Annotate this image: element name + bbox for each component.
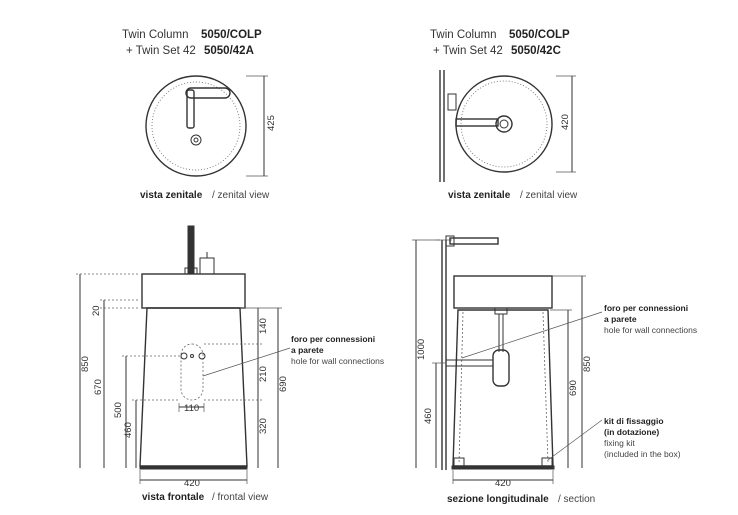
hole-fixing-left xyxy=(180,352,188,360)
note-bold-line1: foro per connessioni xyxy=(291,334,375,344)
section-caption-rest: / section xyxy=(558,494,595,505)
dim-850: 850 xyxy=(80,356,91,372)
fixing-bracket-right xyxy=(541,457,553,467)
top-right-title-line2-text: + Twin Set 42 xyxy=(433,45,503,57)
basin-body xyxy=(141,273,246,309)
top-right-title-line2-code: 5050/42C xyxy=(511,45,561,57)
drain-center xyxy=(499,119,509,129)
dim-690: 690 xyxy=(568,380,579,396)
wall-mixer-plate xyxy=(447,93,457,111)
top-left-view: Twin Column 5050/COLP + Twin Set 42 5050… xyxy=(122,29,277,201)
dim-1000: 1000 xyxy=(416,339,427,360)
note1-leader xyxy=(461,311,603,359)
top-right-title-line1-code: 5050/COLP xyxy=(509,29,570,41)
fixing-bracket-left xyxy=(453,457,465,467)
top-left-title-line2-text: + Twin Set 42 xyxy=(126,45,196,57)
top-left-title-line1-code: 5050/COLP xyxy=(201,29,262,41)
note2-leader xyxy=(547,419,603,461)
dim-460: 460 xyxy=(423,408,434,424)
connection-hole xyxy=(180,343,204,401)
soap-dispenser xyxy=(199,257,215,275)
bottle-siphon xyxy=(492,349,510,387)
column-base xyxy=(451,465,555,470)
dim-670: 670 xyxy=(93,379,104,395)
note2-bold-line2: (in dotazione) xyxy=(604,427,659,437)
wall-spout xyxy=(449,237,499,245)
drain xyxy=(190,134,202,146)
top-left-caption-bold: vista zenitale xyxy=(140,190,203,201)
wall-spout xyxy=(455,118,499,127)
dim-210: 210 xyxy=(258,366,269,382)
note-leader xyxy=(202,347,291,377)
basin-outer-rim xyxy=(145,75,247,177)
dim-500: 500 xyxy=(113,402,124,418)
front-caption-bold: vista frontale xyxy=(142,492,205,503)
dim-690: 690 xyxy=(278,376,289,392)
basin-inner-bowl xyxy=(151,81,241,171)
top-left-title-line1-text: Twin Column xyxy=(122,29,188,41)
note2-text-line2: (included in the box) xyxy=(604,449,681,459)
top-left-title-line2-code: 5050/42A xyxy=(204,45,254,57)
drain-center xyxy=(193,137,199,143)
top-right-caption-bold: vista zenitale xyxy=(448,190,511,201)
note1-text: hole for wall connections xyxy=(604,325,697,335)
dim-420: 420 xyxy=(495,478,511,489)
dim-320: 320 xyxy=(258,418,269,434)
top-right-view: Twin Column 5050/COLP + Twin Set 42 5050… xyxy=(430,29,578,201)
front-caption-rest: / frontal view xyxy=(212,492,269,503)
dim-140: 140 xyxy=(258,318,269,334)
basin-body xyxy=(453,275,553,309)
hole-fixing-right xyxy=(198,352,206,360)
front-view: 850 20 670 500 460 140 210 320 690 110 xyxy=(76,225,384,503)
column-body xyxy=(139,307,248,467)
note1-bold-line2: a parete xyxy=(604,314,637,324)
note2-text-line1: fixing kit xyxy=(604,438,635,448)
dim-110: 110 xyxy=(184,403,199,414)
tap-lever xyxy=(185,87,231,99)
top-right-title-line1-text: Twin Column xyxy=(430,29,496,41)
drain xyxy=(495,115,513,133)
dim-depth-425: 425 xyxy=(266,115,277,131)
dim-460: 460 xyxy=(123,422,134,438)
dim-420: 420 xyxy=(184,478,200,489)
top-right-caption-rest: / zenital view xyxy=(520,190,578,201)
dim-20: 20 xyxy=(91,305,102,316)
tap-body xyxy=(187,225,195,275)
drain-valve xyxy=(494,307,508,315)
section-view: 1000 460 690 850 420 foro per connession… xyxy=(412,235,697,505)
section-caption-bold: sezione longitudinale xyxy=(447,494,549,505)
basin-inner-bowl xyxy=(460,80,548,168)
column-base xyxy=(139,465,248,470)
note1-bold-line1: foro per connessioni xyxy=(604,303,688,313)
note-bold-line2: a parete xyxy=(291,345,324,355)
note2-bold-line1: kit di fissaggio xyxy=(604,416,664,426)
tap-spout xyxy=(186,89,195,129)
top-left-caption-rest: / zenital view xyxy=(212,190,270,201)
dim-850: 850 xyxy=(582,356,593,372)
dim-depth-420: 420 xyxy=(560,114,571,130)
note-text: hole for wall connections xyxy=(291,356,384,366)
basin-outer-rim xyxy=(455,75,553,173)
